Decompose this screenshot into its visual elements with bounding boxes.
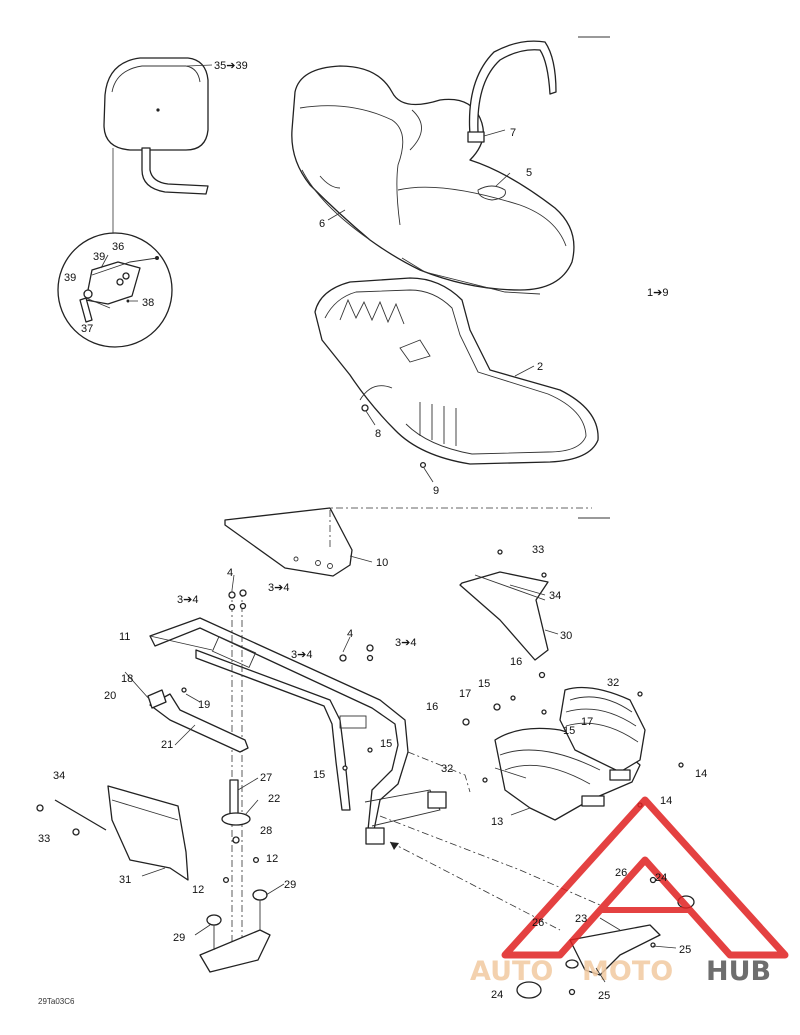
callout-10: 10 [376,557,388,569]
callout-8: 8 [375,428,381,440]
frame-attach-line-arrow [389,841,561,931]
callout-38: 38 [142,297,154,309]
bracket-21 [147,687,249,753]
callout-32b: 32 [441,763,453,775]
callout-37: 37 [81,323,93,335]
callout-9: 9 [433,485,439,497]
callout-30: 30 [560,630,572,642]
callout-23: 23 [575,913,587,925]
callout-21: 21 [161,739,173,751]
callout-15b: 15 [563,725,575,737]
callout-3-4a: 3➔4 [177,594,198,606]
callout-17a: 17 [459,688,471,700]
backrest-mount-detail [57,232,173,348]
diagram-code: 29Ta03C6 [38,997,75,1006]
callout-26a: 26 [615,867,627,879]
callout-13: 13 [491,816,503,828]
fastener-pair-4 [339,644,374,662]
callout-15c: 15 [380,738,392,750]
callout-16b: 16 [426,701,438,713]
seat-cushion [291,65,575,295]
callout-24b: 24 [491,989,503,1001]
callout-29b: 29 [173,932,185,944]
callout-35-39: 35➔39 [214,60,248,72]
mount-29 [199,889,271,973]
callout-19: 19 [198,699,210,711]
callout-12a: 12 [266,853,278,865]
side-cover-30 [459,549,549,661]
callout-5: 5 [526,167,532,179]
callout-39a: 39 [93,251,105,263]
rear-panel-10 [224,507,353,577]
callout-14b: 14 [660,795,672,807]
callout-22: 22 [268,793,280,805]
callout-39b: 39 [64,272,76,284]
callout-18: 18 [121,673,133,685]
callout-20: 20 [104,690,116,702]
backrest [103,57,209,195]
callout-4a: 4 [227,567,233,579]
callout-17b: 17 [581,716,593,728]
fastener-8 [361,404,369,412]
callout-27: 27 [260,772,272,784]
callout-15d: 15 [313,769,325,781]
fastener-12a [252,856,260,864]
stud-27-plate-22 [221,779,251,844]
callout-31: 31 [119,874,131,886]
watermark-hub: HUB [706,956,771,987]
callout-3-4c: 3➔4 [291,649,312,661]
callout-36: 36 [112,241,124,253]
panel-alignment-line [329,507,592,547]
watermark-auto: AUTO [470,956,553,987]
callout-14a: 14 [695,768,707,780]
watermark-moto: MOTO [582,956,673,987]
frame-attach-line-upper [407,751,471,793]
callout-29a: 29 [284,879,296,891]
arrow-head [390,842,399,850]
fastener-9 [419,461,427,469]
callout-28: 28 [260,825,272,837]
rack-fasteners [342,671,684,808]
callout-25b: 25 [598,990,610,1002]
callout-34a: 34 [549,590,561,602]
callout-11: 11 [119,631,130,643]
callout-2: 2 [537,361,543,373]
luggage-rack-13 [494,686,646,821]
callout-12b: 12 [192,884,204,896]
callout-33a: 33 [532,544,544,556]
callout-3-4b: 3➔4 [268,582,289,594]
watermark-logo: AUTO MOTO HUB [470,796,789,987]
callout-7: 7 [510,127,516,139]
callout-16a: 16 [510,656,522,668]
callout-15a: 15 [478,678,490,690]
frame-11 [149,617,447,845]
callout-4b: 4 [347,628,353,640]
fastener-12b [222,876,230,884]
callout-1-9: 1➔9 [647,287,668,299]
guard-31 [36,785,189,881]
leader-lines [85,64,677,983]
callout-34b: 34 [53,770,65,782]
callout-33b: 33 [38,833,50,845]
seat-strap [467,40,557,143]
seat-base [314,277,599,465]
callout-26b: 26 [532,917,544,929]
callout-3-4d: 3➔4 [395,637,416,649]
stud-column [228,589,247,960]
callout-25a: 25 [679,944,691,956]
callout-24a: 24 [655,872,667,884]
callout-6: 6 [319,218,325,230]
frame-attach-line-lower [379,815,601,906]
callout-32a: 32 [607,677,619,689]
